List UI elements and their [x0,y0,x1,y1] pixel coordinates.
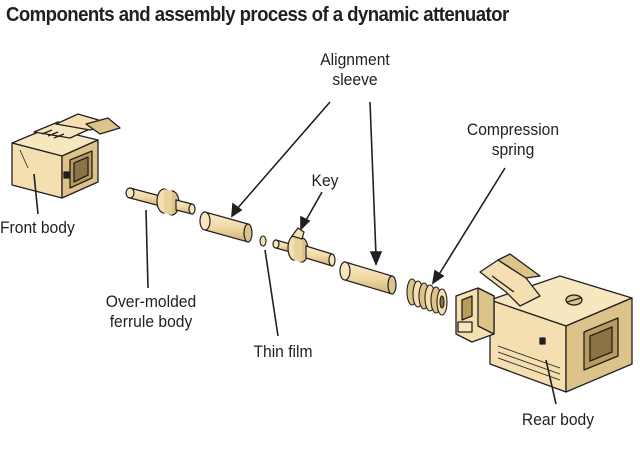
ferrule-body-leader [145,209,149,289]
label-compression-spring: Compression spring [466,120,560,159]
alignment-sleeve-arrowhead-right [369,251,383,267]
keyed-ferrule-part [272,227,336,267]
label-front-body: Front body [0,218,75,237]
front-body-leader [33,173,39,215]
rear-body-leader [545,359,557,405]
thin-film-leader [264,249,279,337]
alignment-sleeve-arrowhead-left [231,202,243,218]
compression-spring-part [406,278,448,316]
label-over-molded-ferrule-body: Over-molded ferrule body [105,292,197,331]
alignment-sleeve-left-part [199,211,253,243]
label-key: Key [311,171,339,190]
compression-spring-arrowhead [431,269,445,285]
label-thin-film: Thin film [253,342,313,361]
key-leader [304,191,323,223]
alignment-sleeve-leader-left [235,101,331,211]
over-molded-ferrule-body-part [125,187,196,216]
key-arrowhead [300,215,311,231]
thin-film-part [259,235,267,247]
alignment-sleeve-leader-right [369,101,377,257]
label-alignment-sleeve: Alignment sleeve [320,50,390,89]
compression-spring-leader [437,167,506,277]
label-rear-body: Rear body [521,410,595,429]
diagram-title: Components and assembly process of a dyn… [6,4,509,26]
front-body-part [11,113,121,199]
rear-body-part [455,253,633,393]
alignment-sleeve-right-part [339,261,397,295]
